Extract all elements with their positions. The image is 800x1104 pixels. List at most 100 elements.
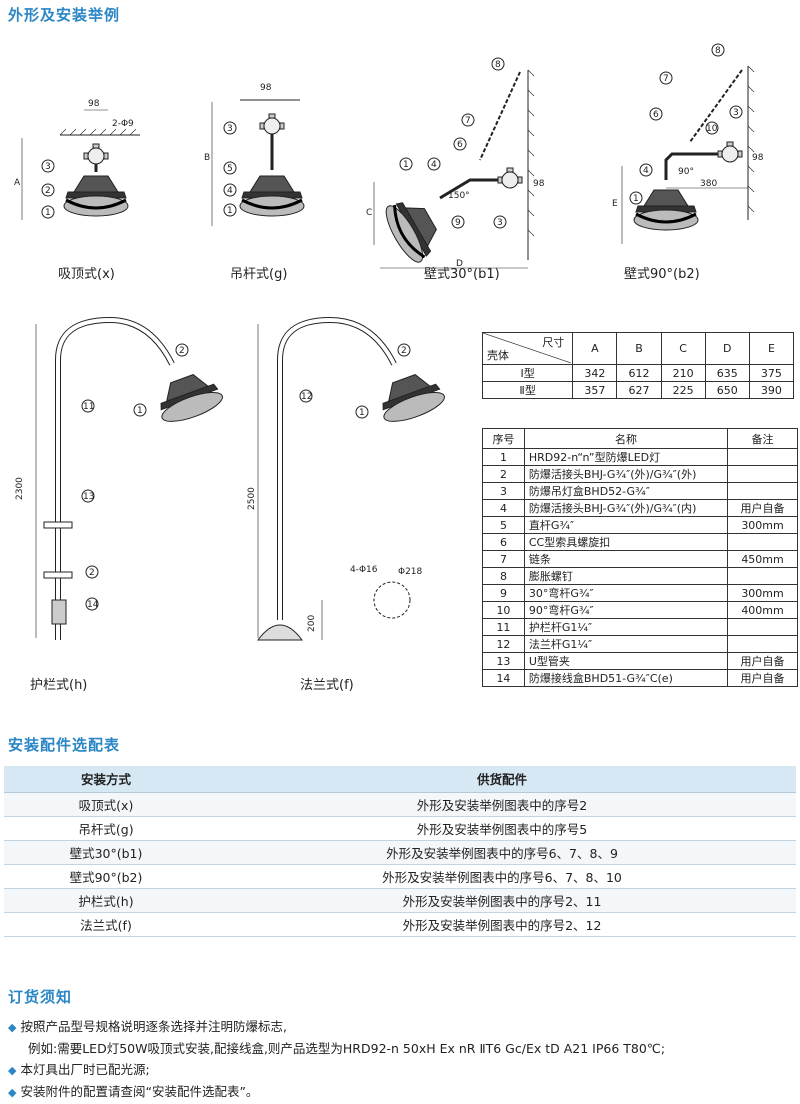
parts-cell-name: 防爆接线盒BHD51-G¾″C(e) bbox=[523, 669, 729, 687]
dim-col-a: A bbox=[572, 332, 618, 365]
svg-text:1: 1 bbox=[359, 408, 365, 418]
install-cell-parts: 外形及安装举例图表中的序号5 bbox=[208, 816, 796, 841]
dim-row: Ⅱ型 357 627 225 650 390 bbox=[481, 381, 795, 399]
svg-text:8: 8 bbox=[715, 46, 721, 56]
outline-section-title: 外形及安装举例 bbox=[8, 6, 121, 24]
parts-cell-note bbox=[727, 465, 798, 483]
install-cell-mode: 护栏式(h) bbox=[4, 888, 208, 913]
fig-x-dim-holes: 2-Φ9 bbox=[112, 119, 134, 129]
fig-h-caption: 护栏式(h) bbox=[30, 678, 88, 693]
order-note-text: 本灯具出厂时已配光源; bbox=[20, 1062, 150, 1077]
svg-text:1: 1 bbox=[403, 160, 409, 170]
fig-g-dim-b: B bbox=[204, 153, 210, 163]
svg-text:7: 7 bbox=[663, 74, 669, 84]
parts-cell-no: 1 bbox=[482, 448, 525, 466]
order-note-1: ◆按照产品型号规格说明逐条选择并注明防爆标志, bbox=[8, 1016, 665, 1038]
parts-cell-name: 90°弯杆G¾″ bbox=[523, 601, 729, 619]
dim-row-type: Ⅱ型 bbox=[481, 381, 574, 399]
dim-table-header-top: 尺寸 bbox=[542, 336, 565, 349]
svg-text:4: 4 bbox=[643, 166, 649, 176]
svg-text:10: 10 bbox=[706, 124, 718, 134]
svg-text:12: 12 bbox=[301, 392, 312, 402]
svg-text:1: 1 bbox=[45, 208, 51, 218]
parts-cell-note bbox=[727, 448, 798, 466]
fig-b2-dim-380: 380 bbox=[700, 179, 717, 189]
parts-cell-no: 6 bbox=[482, 533, 525, 551]
install-cell-parts: 外形及安装举例图表中的序号2、11 bbox=[208, 888, 796, 913]
parts-cell-note bbox=[727, 482, 798, 500]
install-cell-mode: 法兰式(f) bbox=[4, 912, 208, 937]
fig-b1-angle: 150° bbox=[448, 191, 470, 201]
dim-row: Ⅰ型 342 612 210 635 375 bbox=[481, 364, 795, 382]
install-row: 法兰式(f)外形及安装举例图表中的序号2、12 bbox=[4, 912, 796, 937]
dim-col-d: D bbox=[704, 332, 750, 365]
parts-header-no: 序号 bbox=[482, 428, 525, 449]
fig-b2-dim-98: 98 bbox=[752, 153, 764, 163]
install-row: 壁式30°(b1)外形及安装举例图表中的序号6、7、8、9 bbox=[4, 840, 796, 865]
fig-b1-dim-98: 98 bbox=[533, 179, 545, 189]
parts-cell-note: 用户自备 bbox=[727, 669, 798, 687]
order-notes: ◆按照产品型号规格说明逐条选择并注明防爆标志, 例如:需要LED灯50W吸顶式安… bbox=[8, 1016, 665, 1103]
parts-cell-no: 12 bbox=[482, 635, 525, 653]
install-header-parts: 供货配件 bbox=[208, 766, 796, 793]
install-cell-mode: 壁式30°(b1) bbox=[4, 840, 208, 865]
order-note-example: 例如:需要LED灯50W吸顶式安装,配接线盒,则产品选型为HRD92-n 50x… bbox=[28, 1041, 666, 1056]
dim-table-header-bottom: 壳体 bbox=[487, 349, 509, 362]
fig-f-dim-holes: 4-Φ16 bbox=[350, 565, 378, 575]
dim-cell: 210 bbox=[660, 364, 706, 382]
install-section-title: 安装配件选配表 bbox=[8, 736, 121, 754]
install-row: 吸顶式(x)外形及安装举例图表中的序号2 bbox=[4, 792, 796, 817]
dim-cell: 612 bbox=[616, 364, 662, 382]
svg-text:2: 2 bbox=[179, 346, 185, 356]
svg-text:7: 7 bbox=[465, 116, 471, 126]
parts-cell-name: CC型索具螺旋扣 bbox=[523, 533, 729, 551]
svg-text:1: 1 bbox=[633, 194, 639, 204]
fig-f-dim-200: 200 bbox=[307, 615, 317, 632]
dim-col-b: B bbox=[616, 332, 662, 365]
parts-cell-no: 8 bbox=[482, 567, 525, 585]
parts-cell-no: 9 bbox=[482, 584, 525, 602]
svg-text:3: 3 bbox=[45, 162, 51, 172]
fig-b1-dim-d: D bbox=[456, 259, 463, 269]
diamond-bullet-icon: ◆ bbox=[8, 1021, 17, 1034]
svg-text:2: 2 bbox=[401, 346, 407, 356]
install-cell-parts: 外形及安装举例图表中的序号2、12 bbox=[208, 912, 796, 937]
fig-x-dim-98: 98 bbox=[88, 99, 100, 109]
parts-cell-no: 2 bbox=[482, 465, 525, 483]
svg-text:3: 3 bbox=[227, 124, 233, 134]
parts-cell-no: 3 bbox=[482, 482, 525, 500]
fig-b2-dim-e: E bbox=[612, 199, 618, 209]
install-cell-parts: 外形及安装举例图表中的序号2 bbox=[208, 792, 796, 817]
fig-x-dim-a: A bbox=[14, 178, 21, 188]
parts-cell-no: 11 bbox=[482, 618, 525, 636]
parts-cell-note bbox=[727, 567, 798, 585]
svg-text:14: 14 bbox=[87, 600, 99, 610]
parts-cell-no: 5 bbox=[482, 516, 525, 534]
parts-header-name: 名称 bbox=[523, 428, 729, 449]
order-section-title: 订货须知 bbox=[8, 988, 73, 1006]
parts-cell-name: 30°弯杆G¾″ bbox=[523, 584, 729, 602]
dim-table-corner-cell: 尺寸 壳体 bbox=[481, 332, 574, 365]
dimension-table: 尺寸 壳体 A B C D E Ⅰ型 342 612 210 635 375 Ⅱ… bbox=[481, 332, 795, 399]
fig-b1-caption: 壁式30°(b1) bbox=[424, 267, 500, 282]
fig-f-caption: 法兰式(f) bbox=[300, 678, 354, 693]
install-cell-parts: 外形及安装举例图表中的序号6、7、8、10 bbox=[208, 864, 796, 889]
install-cell-mode: 壁式90°(b2) bbox=[4, 864, 208, 889]
parts-cell-note: 400mm bbox=[727, 601, 798, 619]
order-note-text: 安装附件的配置请查阅“安装配件选配表”。 bbox=[20, 1084, 259, 1099]
parts-cell-name: HRD92-n“n”型防爆LED灯 bbox=[523, 448, 729, 466]
parts-cell-note: 450mm bbox=[727, 550, 798, 568]
svg-text:6: 6 bbox=[653, 110, 659, 120]
dim-cell: 390 bbox=[748, 381, 795, 399]
